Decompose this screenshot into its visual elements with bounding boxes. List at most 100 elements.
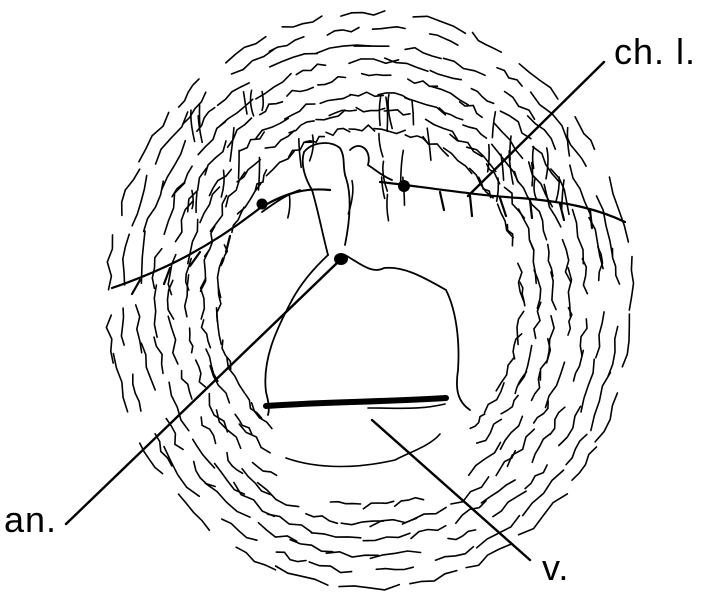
hatch-stroke <box>395 498 424 507</box>
hatch-stroke <box>196 360 206 387</box>
hatch-stroke <box>485 383 505 413</box>
hatch-stroke <box>412 101 414 125</box>
hatch-stroke <box>133 374 141 411</box>
hatch-stroke <box>519 64 558 99</box>
hatch-stroke <box>289 121 314 133</box>
hatch-stroke <box>299 139 301 168</box>
hatch-stroke <box>253 463 277 476</box>
hatch-stroke <box>139 112 169 161</box>
hatch-stroke <box>488 145 489 172</box>
label-chordae-lateralis: ch. l. <box>614 34 696 70</box>
hatch-stroke <box>237 160 260 182</box>
hatch-stroke <box>609 177 628 242</box>
hatch-stroke <box>608 327 618 377</box>
hatch-stroke <box>262 92 263 111</box>
hatch-stroke <box>182 371 192 400</box>
hatch-stroke <box>532 205 547 240</box>
hatch-stroke <box>215 464 245 495</box>
hatch-stroke <box>154 285 157 337</box>
hatch-stroke <box>546 148 548 179</box>
hatch-stroke <box>206 349 218 381</box>
leader-line-an <box>66 262 338 524</box>
hatch-stroke <box>221 170 224 197</box>
hatch-stroke <box>172 166 192 197</box>
hatch-stroke <box>230 128 234 162</box>
hatch-stroke <box>201 417 215 443</box>
hatch-stroke <box>460 102 483 118</box>
hatch-stroke <box>573 210 584 264</box>
body-hatching <box>106 11 633 590</box>
hatch-stroke <box>376 567 413 569</box>
central-structure <box>262 143 470 415</box>
hatch-stroke <box>192 190 193 208</box>
hatch-stroke <box>436 547 474 561</box>
hatch-stroke <box>356 108 385 112</box>
hatch-stroke <box>370 518 417 526</box>
hatch-stroke <box>106 315 113 363</box>
hatch-stroke <box>236 547 275 570</box>
hatch-stroke <box>496 357 514 391</box>
hatch-stroke <box>136 305 142 353</box>
hatch-stroke <box>144 181 164 231</box>
hatch-stroke <box>122 169 140 215</box>
hatch-stroke <box>341 11 385 16</box>
hatch-stroke <box>193 439 215 468</box>
hatch-stroke <box>276 552 306 562</box>
hatch-stroke <box>533 147 534 169</box>
hatch-stroke <box>239 424 270 453</box>
hatch-stroke <box>276 566 328 585</box>
hatch-stroke <box>309 562 351 573</box>
hatch-stroke <box>507 429 534 466</box>
hatch-stroke <box>463 125 486 138</box>
hatch-stroke <box>287 87 313 96</box>
hatch-stroke <box>190 328 193 353</box>
hatch-stroke <box>378 93 410 100</box>
hatch-stroke <box>132 176 147 226</box>
hatch-stroke <box>622 314 629 367</box>
hatch-stroke <box>551 272 556 310</box>
hatch-stroke <box>469 442 501 475</box>
hatch-stroke <box>306 514 338 524</box>
hatch-stroke <box>423 137 448 156</box>
hatch-stroke <box>107 235 112 290</box>
hatch-stroke <box>430 34 458 45</box>
hatch-stroke <box>166 419 183 450</box>
hatch-stroke <box>595 393 617 442</box>
hatch-stroke <box>305 137 324 143</box>
hatch-stroke <box>405 98 446 115</box>
hatch-stroke <box>379 134 383 157</box>
hatch-stroke <box>388 95 392 129</box>
hatch-stroke <box>288 195 290 218</box>
hatch-stroke <box>191 110 195 141</box>
hatch-stroke <box>198 122 225 155</box>
transverse-vessel <box>266 398 446 467</box>
leader-line-chl <box>468 62 604 196</box>
hatch-stroke <box>251 90 254 116</box>
hatch-stroke <box>493 491 526 517</box>
hatch-stroke <box>517 311 524 344</box>
hatch-stroke <box>285 104 315 119</box>
hatch-stroke <box>162 141 186 190</box>
hatch-stroke <box>497 68 522 86</box>
hatch-stroke <box>477 419 502 443</box>
hatch-stroke <box>550 407 565 434</box>
hatch-stroke <box>408 79 438 86</box>
hatch-stroke <box>471 89 493 104</box>
hatch-stroke <box>234 483 274 517</box>
hatch-stroke <box>373 27 406 29</box>
hatch-stroke <box>330 502 360 504</box>
hatch-stroke <box>256 74 291 99</box>
hatch-stroke <box>179 494 210 530</box>
hatch-stroke <box>385 58 428 71</box>
hatch-stroke <box>386 97 388 131</box>
hatch-stroke <box>374 129 405 134</box>
hatch-stroke <box>444 148 472 174</box>
hatch-stroke <box>326 129 350 136</box>
hatch-stroke <box>222 519 257 540</box>
hatch-stroke <box>226 37 266 63</box>
hatch-stroke <box>140 443 163 474</box>
hatch-stroke <box>270 54 317 67</box>
hatch-stroke <box>210 196 226 232</box>
hatch-stroke <box>282 16 322 27</box>
